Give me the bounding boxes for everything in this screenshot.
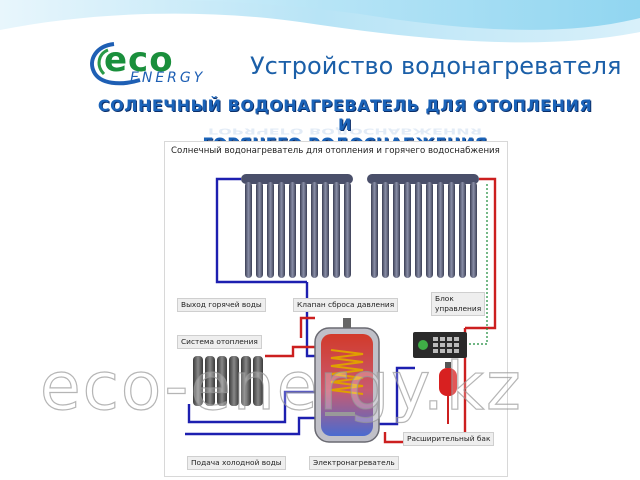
collector-tube xyxy=(344,182,351,278)
label-hot-water-out: Выход горячей воды xyxy=(177,298,266,312)
watermark-text: eco-energy.kz xyxy=(39,347,523,425)
radiator-fin xyxy=(241,356,251,406)
collector-tube xyxy=(256,182,263,278)
cold-pipe-tank-bottom xyxy=(379,366,415,426)
label-heating-system: Система отопления xyxy=(177,335,262,349)
heat-exchanger-coil xyxy=(330,349,364,395)
logo-swirl-icon xyxy=(90,42,141,86)
cold-pipe-supply xyxy=(185,416,315,436)
control-button xyxy=(440,343,445,347)
logo-eco-text: eco xyxy=(104,40,174,80)
header-swoosh-decoration xyxy=(0,0,640,110)
hot-pipe-out xyxy=(299,316,315,338)
collector-tube xyxy=(278,182,285,278)
collector-tube xyxy=(371,182,378,278)
collector-tube xyxy=(415,182,422,278)
control-button xyxy=(454,349,459,353)
collector-tube xyxy=(426,182,433,278)
label-control-unit: Блок управления xyxy=(431,292,486,316)
collector-tube xyxy=(289,182,296,278)
subtitle-line-1: СОЛНЕЧНЫЙ ВОДОНАГРЕВАТЕЛЬ ДЛЯ ОТОПЛЕНИЯ … xyxy=(97,96,593,134)
cold-pipe-collector xyxy=(215,177,307,284)
collector-tube xyxy=(333,182,340,278)
control-button xyxy=(447,343,452,347)
control-button xyxy=(433,349,438,353)
radiator-fin xyxy=(229,356,239,406)
hot-pipe-collector xyxy=(465,177,497,330)
cold-pipe-radiator xyxy=(187,390,315,424)
collector-tube xyxy=(393,182,400,278)
hot-pipe-radiator xyxy=(265,345,315,358)
collector-tube xyxy=(382,182,389,278)
label-control-unit-line1: Блок xyxy=(435,294,454,303)
collector-tube xyxy=(300,182,307,278)
radiator-fin xyxy=(253,356,263,406)
page-title: Устройство водонагревателя xyxy=(250,52,622,80)
diagram-panel: Солнечный водонагреватель для отопления … xyxy=(164,141,508,477)
control-unit-buttons xyxy=(433,337,459,353)
collector-header-left xyxy=(241,174,353,184)
expansion-tank-cap xyxy=(445,362,451,368)
collector-header-right xyxy=(367,174,479,184)
collector-tubes-right xyxy=(371,182,477,278)
diagram-title: Солнечный водонагреватель для отопления … xyxy=(171,146,500,156)
collector-tube xyxy=(404,182,411,278)
subtitle-reflection: ГОРЯЧЕГО ВОДОСНАБЖЕНИЯ xyxy=(90,126,600,137)
collector-tube xyxy=(245,182,252,278)
collector-tube xyxy=(322,182,329,278)
control-button xyxy=(454,337,459,341)
subtitle-reflection-text: ГОРЯЧЕГО ВОДОСНАБЖЕНИЯ xyxy=(207,126,483,137)
radiator-fin xyxy=(193,356,203,406)
radiator-fin xyxy=(217,356,227,406)
control-button xyxy=(440,349,445,353)
radiator-icon xyxy=(193,356,263,406)
control-button xyxy=(433,343,438,347)
collector-tubes-left xyxy=(245,182,351,278)
logo-energy-text: ENERGY xyxy=(130,70,206,86)
collector-tube xyxy=(437,182,444,278)
collector-tube xyxy=(311,182,318,278)
collector-tube xyxy=(448,182,455,278)
electric-heater-icon xyxy=(325,412,355,416)
control-button xyxy=(447,337,452,341)
control-button xyxy=(433,337,438,341)
water-heater-diagram xyxy=(185,174,497,444)
control-button xyxy=(447,349,452,353)
collector-tube xyxy=(267,182,274,278)
label-electric-heater: Электронагреватель xyxy=(309,456,399,470)
label-pressure-valve: Клапан сброса давления xyxy=(293,298,399,312)
eco-energy-logo: eco ENERGY xyxy=(84,38,244,90)
collector-tube xyxy=(459,182,466,278)
label-control-unit-line2: управления xyxy=(435,304,482,313)
label-cold-water-in: Подача холодной воды xyxy=(187,456,286,470)
radiator-fin xyxy=(205,356,215,406)
pressure-valve-icon xyxy=(343,318,351,328)
control-unit-dial xyxy=(418,340,428,350)
control-button xyxy=(454,343,459,347)
control-button xyxy=(440,337,445,341)
collector-tube xyxy=(470,182,477,278)
expansion-tank-icon xyxy=(439,368,457,396)
label-expansion-tank: Расширительный бак xyxy=(403,432,495,446)
